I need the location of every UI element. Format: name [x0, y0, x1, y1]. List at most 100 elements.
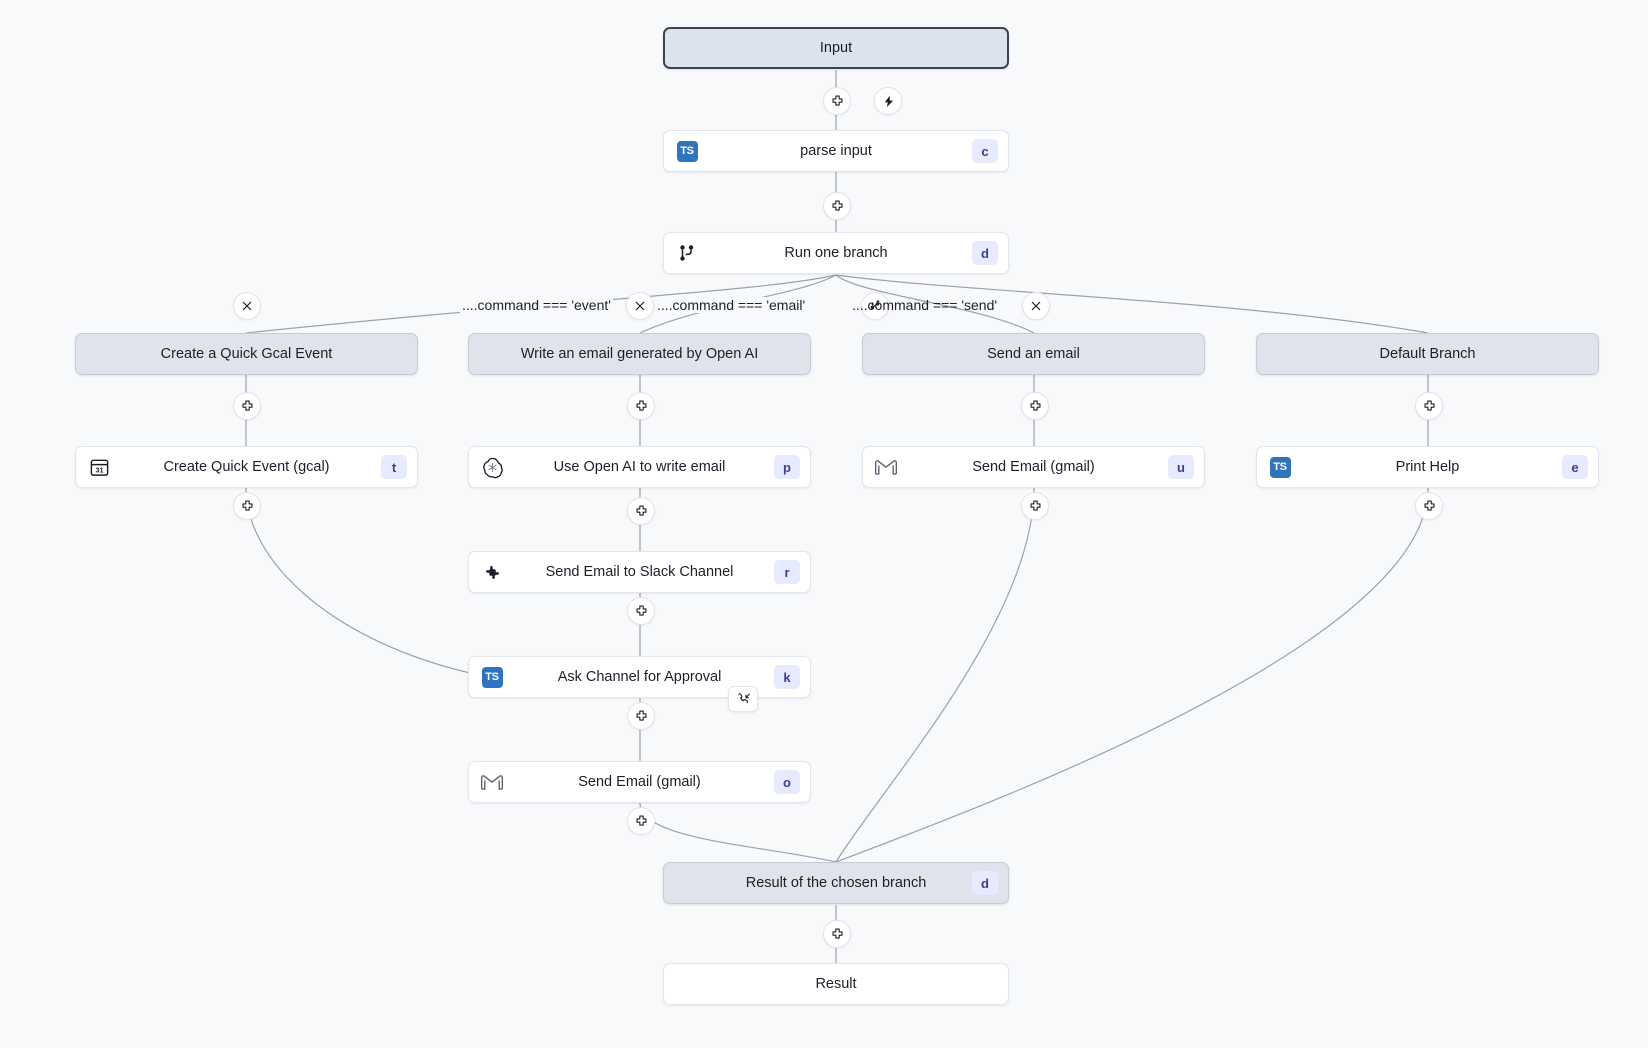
openai-glyph [482, 457, 503, 478]
openai-icon [469, 456, 515, 479]
add-step-handle[interactable] [627, 807, 655, 835]
branch-condition-1: ....command === 'email' [655, 297, 808, 313]
node-label: Result of the chosen branch [745, 875, 927, 891]
plus-icon [241, 500, 253, 511]
phone-suspend-icon [737, 692, 750, 703]
svg-text:31: 31 [95, 466, 103, 474]
plus-icon [1423, 400, 1435, 411]
plus-icon [635, 710, 647, 721]
shortcut-badge: p [774, 455, 800, 479]
branch-condition-2: ....command === 'send' [852, 297, 998, 313]
node-label: Print Help [1395, 459, 1460, 475]
branch-header-send-email[interactable]: Send an email [862, 333, 1205, 375]
plus-icon [1029, 500, 1041, 511]
add-step-handle[interactable] [1415, 392, 1443, 420]
add-step-handle[interactable] [1415, 492, 1443, 520]
gmail-icon [469, 772, 515, 792]
gmail-glyph [480, 775, 504, 790]
add-step-handle[interactable] [627, 702, 655, 730]
bolt-icon [884, 95, 893, 107]
node-run-one-branch[interactable]: Run one branch d [663, 232, 1009, 274]
remove-branch-handle[interactable] [1022, 292, 1050, 320]
calendar-glyph: 31 [90, 459, 108, 476]
node-send-email-gmail-o[interactable]: Send Email (gmail) o [468, 761, 811, 803]
plus-icon [831, 928, 843, 939]
shortcut-badge: u [1168, 455, 1194, 479]
add-step-handle[interactable] [1021, 492, 1049, 520]
node-print-help[interactable]: TS Print Help e [1256, 446, 1599, 488]
close-icon [635, 301, 645, 311]
slack-glyph [485, 565, 499, 579]
node-label: Create Quick Event (gcal) [163, 459, 330, 475]
plus-icon [241, 400, 253, 411]
step-badge: r [764, 560, 810, 584]
step-badge: o [764, 770, 810, 794]
node-ask-channel-approval[interactable]: TS Ask Channel for Approval k [468, 656, 811, 698]
add-step-handle[interactable] [823, 87, 851, 115]
add-step-handle[interactable] [823, 192, 851, 220]
add-step-handle[interactable] [627, 597, 655, 625]
shortcut-badge: r [774, 560, 800, 584]
add-step-handle[interactable] [823, 920, 851, 948]
calendar-icon: 31 [76, 457, 122, 478]
plus-icon [635, 400, 647, 411]
shortcut-badge: o [774, 770, 800, 794]
node-result-of-chosen-branch[interactable]: Result of the chosen branch d [663, 862, 1009, 904]
typescript-icon: TS [664, 140, 710, 162]
node-label: Ask Channel for Approval [557, 669, 722, 685]
gmail-icon [863, 457, 909, 477]
node-label: Use Open AI to write email [553, 459, 726, 475]
add-step-handle[interactable] [627, 392, 655, 420]
branch-header-gcal[interactable]: Create a Quick Gcal Event [75, 333, 418, 375]
branch-header-label: Default Branch [1379, 346, 1476, 362]
branch-header-default[interactable]: Default Branch [1256, 333, 1599, 375]
add-step-handle[interactable] [1021, 392, 1049, 420]
shortcut-badge: t [381, 455, 407, 479]
shortcut-badge: k [774, 665, 800, 689]
step-badge: d [962, 871, 1008, 895]
add-step-handle[interactable] [233, 492, 261, 520]
branch-badge: d [962, 241, 1008, 265]
branch-header-label: Send an email [987, 346, 1080, 362]
node-result[interactable]: Result [663, 963, 1009, 1005]
step-badge: k [764, 665, 810, 689]
plus-icon [635, 815, 647, 826]
branch-header-openai-email[interactable]: Write an email generated by Open AI [468, 333, 811, 375]
close-icon [1031, 301, 1041, 311]
node-run-one-branch-label: Run one branch [784, 245, 888, 261]
plus-icon [831, 200, 843, 211]
node-input[interactable]: Input [663, 27, 1009, 69]
branch-header-label: Create a Quick Gcal Event [160, 346, 333, 362]
branch-icon [664, 243, 710, 263]
shortcut-badge: c [972, 139, 998, 163]
slack-icon [469, 562, 515, 583]
node-use-openai-write-email[interactable]: Use Open AI to write email p [468, 446, 811, 488]
suspend-approval-icon[interactable] [728, 686, 758, 712]
node-send-email-gmail-u[interactable]: Send Email (gmail) u [862, 446, 1205, 488]
branch-condition-0: ....command === 'event' [460, 297, 613, 313]
branch-glyph [680, 245, 694, 261]
node-label: Send Email (gmail) [578, 774, 701, 790]
plus-icon [1029, 400, 1041, 411]
add-step-handle[interactable] [627, 497, 655, 525]
step-badge: t [371, 455, 417, 479]
typescript-icon: TS [1257, 456, 1303, 478]
add-step-handle[interactable] [233, 392, 261, 420]
plus-icon [831, 95, 843, 106]
parse-input-badge: c [962, 139, 1008, 163]
add-branch-handle[interactable] [861, 292, 889, 320]
node-parse-input[interactable]: TS parse input c [663, 130, 1009, 172]
node-send-email-slack[interactable]: Send Email to Slack Channel r [468, 551, 811, 593]
plus-icon [635, 505, 647, 516]
plus-icon [635, 605, 647, 616]
gmail-glyph [874, 460, 898, 475]
shortcut-badge: e [1562, 455, 1588, 479]
trigger-bolt-handle[interactable] [874, 87, 902, 115]
node-label: Send Email to Slack Channel [545, 564, 734, 580]
branch-header-label: Write an email generated by Open AI [520, 346, 759, 362]
node-create-quick-event[interactable]: 31 Create Quick Event (gcal) t [75, 446, 418, 488]
node-input-label: Input [819, 40, 853, 56]
remove-branch-handle[interactable] [626, 292, 654, 320]
remove-branch-handle[interactable] [233, 292, 261, 320]
